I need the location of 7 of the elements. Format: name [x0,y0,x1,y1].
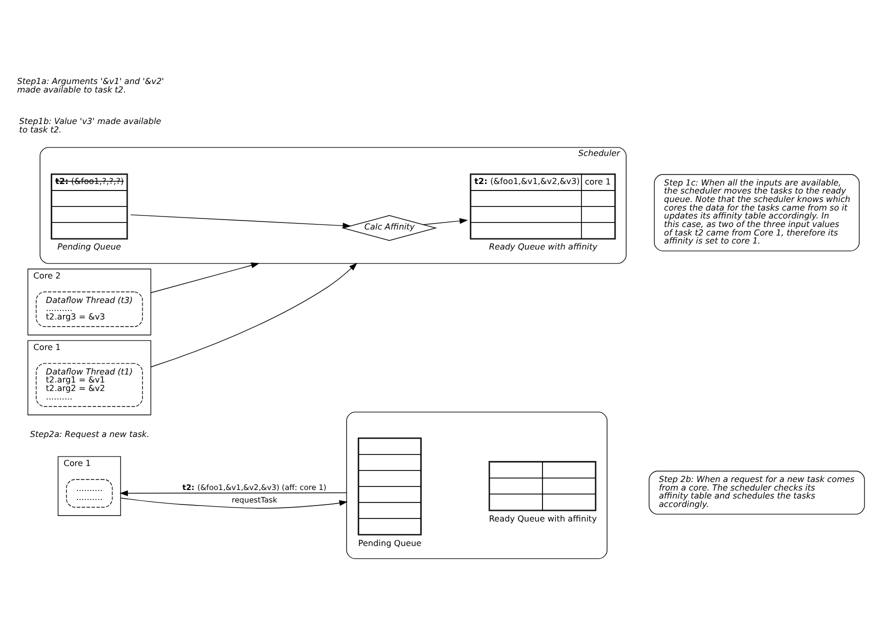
label: Step1b: Value 'v3' made available to task t2. [19,116,162,135]
node-label: Pending Queue [358,538,422,548]
node-label: Ready Queue with affinity [488,514,597,524]
node-label: Pending Queue [57,241,121,252]
node-label: Ready Queue with affinity [488,241,598,252]
label: Step1a: Arguments '&v1' and '&v2' made available to task t2. [17,76,164,94]
label: Step2a: Request a new task. [30,429,150,440]
